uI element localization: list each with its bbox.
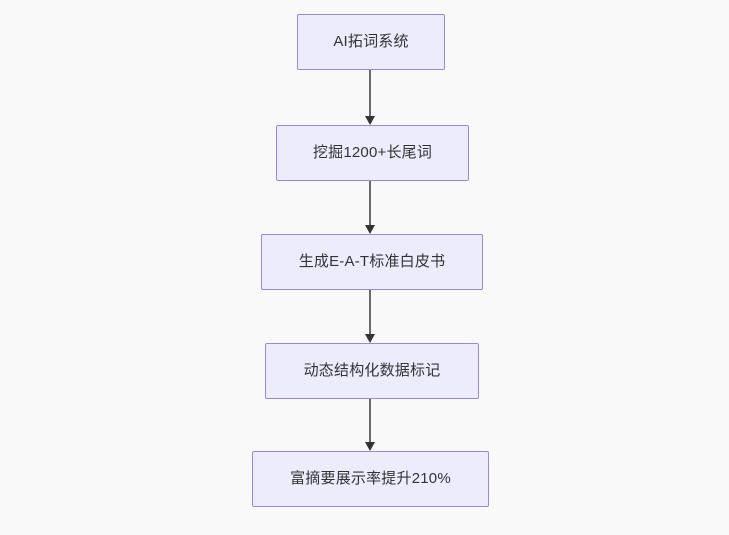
- edge-arrowhead-icon: [365, 225, 375, 234]
- flow-node-dynamic-structured-data-markup[interactable]: 动态结构化数据标记: [265, 343, 479, 399]
- flow-edge-3: [365, 290, 376, 343]
- edge-line: [369, 290, 372, 334]
- flow-edge-2: [365, 181, 376, 234]
- flow-node-generate-eat-whitepaper[interactable]: 生成E-A-T标准白皮书: [261, 234, 483, 290]
- edge-line: [369, 70, 372, 116]
- edge-arrowhead-icon: [365, 334, 375, 343]
- edge-arrowhead-icon: [365, 116, 375, 125]
- edge-line: [369, 399, 372, 442]
- flow-node-ai-keyword-system[interactable]: AI拓词系统: [297, 14, 445, 70]
- flow-edge-4: [365, 399, 376, 451]
- edge-line: [369, 181, 372, 225]
- edge-arrowhead-icon: [365, 442, 375, 451]
- flow-edge-1: [365, 70, 376, 125]
- flow-node-mine-longtail-keywords[interactable]: 挖掘1200+长尾词: [276, 125, 469, 181]
- flow-node-rich-snippet-impression-lift[interactable]: 富摘要展示率提升210%: [252, 451, 489, 507]
